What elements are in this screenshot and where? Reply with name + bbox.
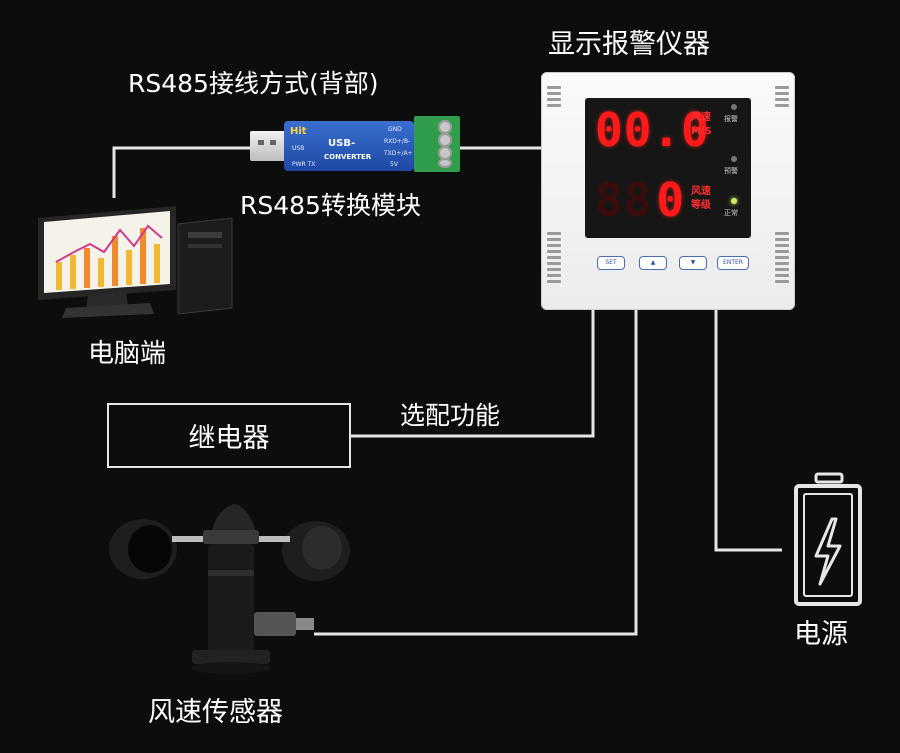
warning-label: 预警 [724,166,738,176]
normal-led [731,198,737,204]
normal-label: 正常 [724,208,738,218]
top-unit-line1: 风速 [691,112,711,124]
bottom-display: 88 0 [595,174,681,226]
alarm-label: 报警 [724,114,738,124]
warning-led [731,156,737,162]
lightning-icon [816,519,840,584]
display-panel: 00.0 风速 M/S 88 0 风速 等级 报警 预警 正常 [585,98,751,238]
sensor-line [314,309,636,634]
pc-usb-line [114,148,252,198]
up-button[interactable]: ▲ [639,256,667,270]
converter-usb-label: USB [292,145,304,152]
bottom-unit-line1: 风速 [691,186,711,198]
converter-brand: Hit [290,126,307,137]
power-label: 电源 [794,612,848,651]
relay-box: 继电器 [107,403,351,468]
display-alarm-instrument: 00.0 风速 M/S 88 0 风速 等级 报警 预警 正常 SET ▲ ▼ … [541,72,795,310]
sensor-label: 风速传感器 [148,690,283,729]
vent-right [775,232,789,286]
set-button[interactable]: SET [597,256,625,270]
alarm-led [731,104,737,110]
converter-model: USB- [328,138,355,149]
module-label: RS485转换模块 [240,186,421,222]
vent-top-left [547,86,561,110]
bottom-unit-line2: 等级 [691,200,711,212]
wiring-title: RS485接线方式(背部) [128,64,378,100]
top-display: 00.0 [595,104,681,156]
device-title: 显示报警仪器 [548,22,710,61]
converter-body: Hit USB USB- CONVERTER PWR TX GND RXD+/B… [284,121,414,171]
vent-top-right [775,86,789,110]
usb-plug [250,131,286,161]
power-line [716,309,782,550]
converter-model-line2: CONVERTER [324,153,371,161]
relay-label: 继电器 [189,416,270,455]
enter-button[interactable]: ENTER [717,256,749,270]
wind-level-value: 0 [656,177,685,223]
pin-label-4: 5V [390,161,398,168]
pin-label-3: TXD+/A+ [384,150,413,157]
top-unit-line2: M/S [691,126,712,138]
converter-led-labels: PWR TX [292,161,315,168]
terminal-block [414,116,460,172]
computer-icon [38,206,232,318]
vent-left [547,232,561,286]
anemometer-icon [109,504,350,674]
down-button[interactable]: ▼ [679,256,707,270]
computer-label: 电脑端 [88,333,166,370]
battery-icon [796,474,860,604]
pin-label-2: RXD+/B- [384,138,410,145]
pin-label-1: GND [388,126,402,133]
optional-label: 选配功能 [400,396,500,432]
